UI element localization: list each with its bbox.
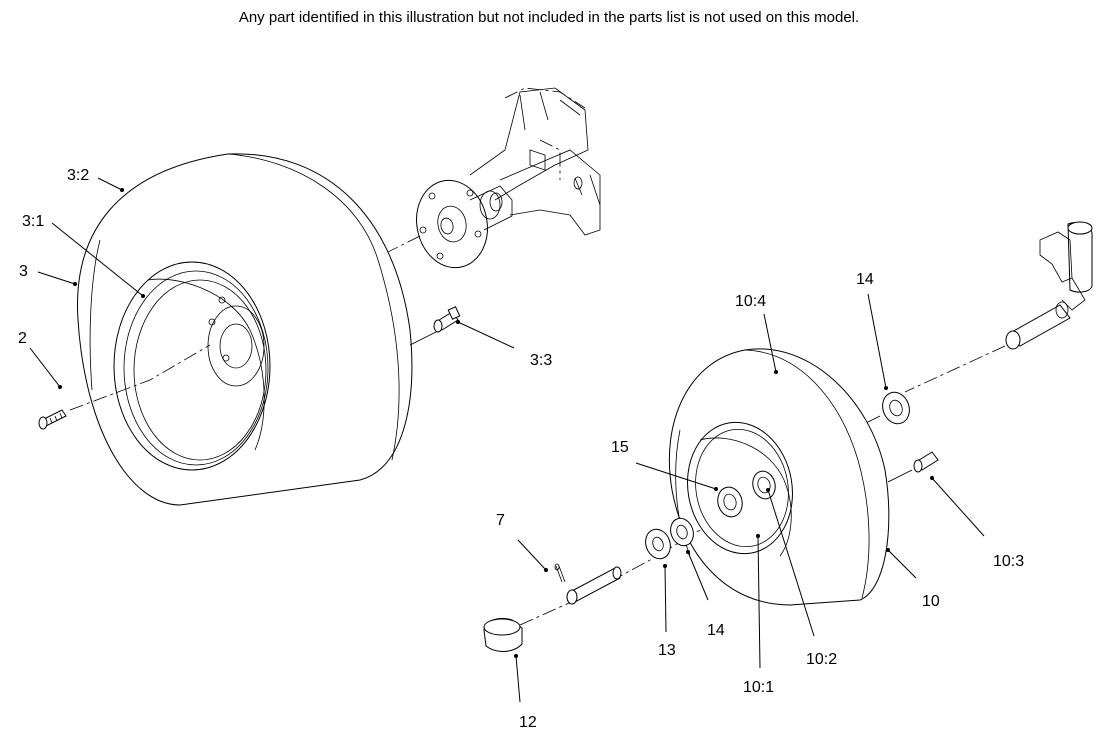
- cap-12: [483, 617, 523, 652]
- callout-10-4: 10:4: [735, 293, 766, 310]
- callout-15: 15: [611, 439, 629, 456]
- callout-14-upper: 14: [856, 271, 874, 288]
- callout-3-1: 3:1: [22, 213, 44, 230]
- callout-3: 3: [19, 263, 28, 280]
- washer-13: [645, 528, 671, 560]
- callout-14-lower: 14: [707, 622, 725, 639]
- callout-2: 2: [18, 330, 27, 347]
- axle-spacer: [566, 566, 622, 605]
- callout-7: 7: [496, 512, 505, 529]
- leader-lines: [29, 177, 985, 703]
- caster-fork-drawing: [1005, 221, 1093, 350]
- right-tire-10: [668, 348, 890, 606]
- valve-stem-10-3: [913, 451, 939, 473]
- callout-10: 10: [922, 593, 940, 610]
- bolt-2: [38, 409, 67, 430]
- valve-stem-3-3: [433, 306, 461, 333]
- callout-3-2: 3:2: [67, 167, 89, 184]
- callout-13: 13: [658, 642, 676, 659]
- callout-10-2: 10:2: [806, 651, 837, 668]
- cotter-pin-7: [554, 563, 566, 583]
- callout-10-1: 10:1: [743, 679, 774, 696]
- callout-12: 12: [519, 714, 537, 731]
- axle-frame-drawing: [416, 87, 601, 269]
- illustration-note: Any part identified in this illustration…: [238, 9, 860, 26]
- callout-10-3: 10:3: [993, 553, 1024, 570]
- callout-3-3: 3:3: [530, 352, 552, 369]
- washer-14-lower: [670, 517, 694, 547]
- washer-14-upper: [882, 391, 910, 425]
- left-tire-3: [77, 153, 441, 506]
